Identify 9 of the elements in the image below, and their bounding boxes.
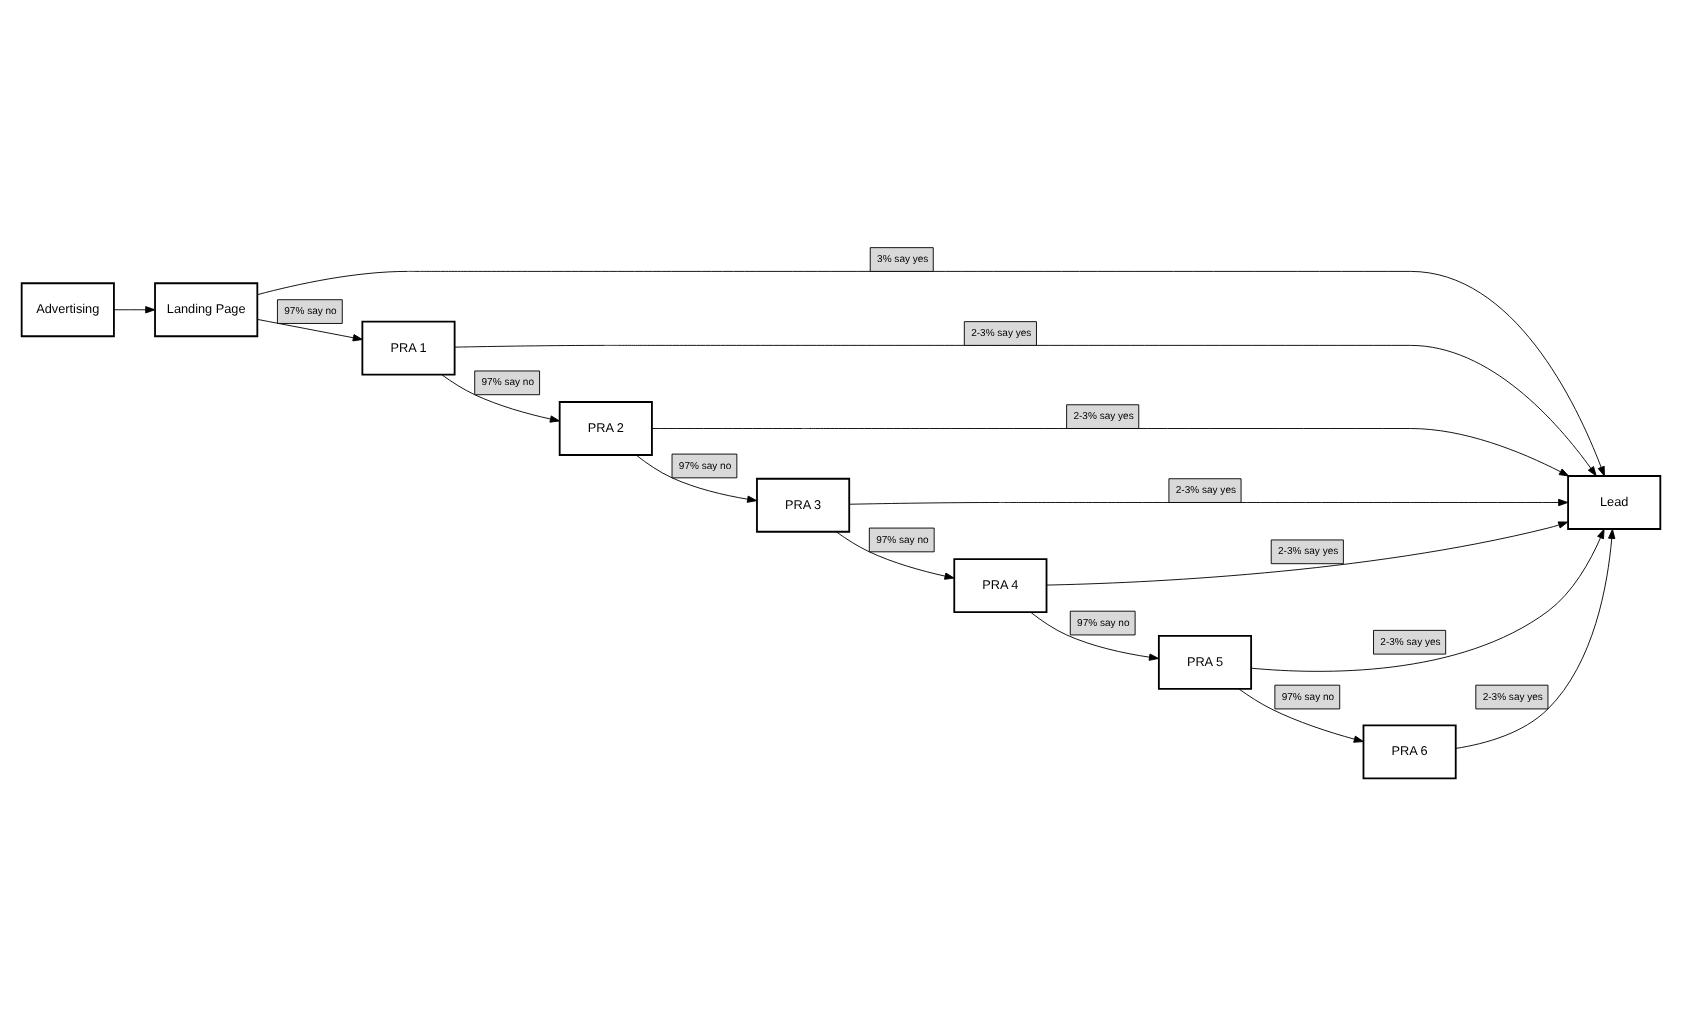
arrow	[848, 498, 1569, 507]
arrow	[1250, 528, 1605, 672]
arrow	[441, 374, 560, 423]
arrow	[1046, 521, 1569, 586]
arrow	[256, 318, 363, 342]
arrow	[1455, 528, 1616, 749]
arrow	[1238, 688, 1364, 743]
arrow	[836, 531, 955, 580]
arrow	[113, 306, 156, 314]
